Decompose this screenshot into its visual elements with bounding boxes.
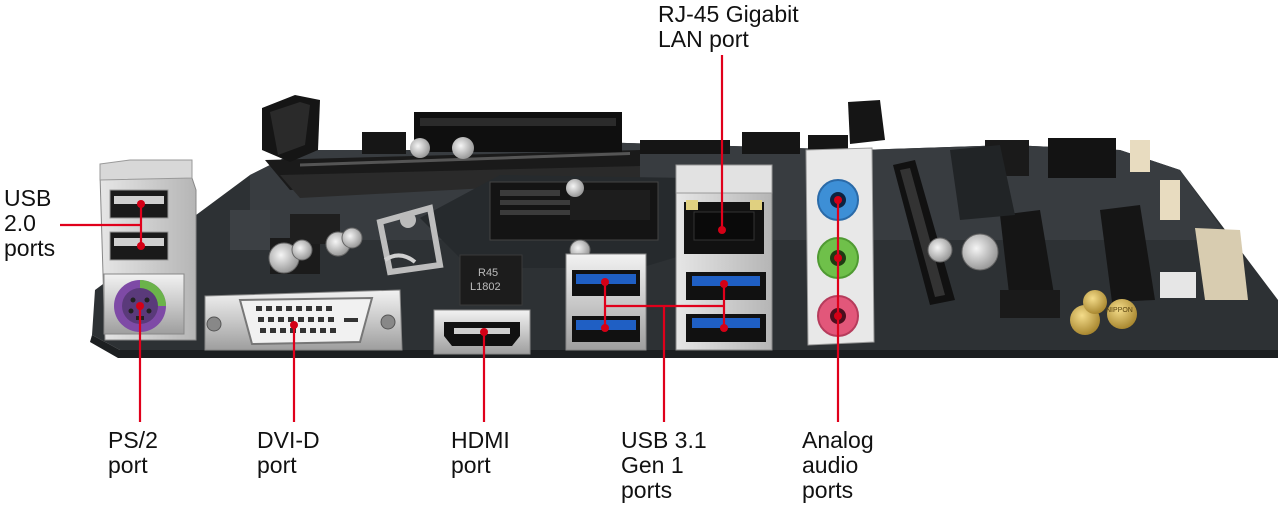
rj45-port-label: RJ-45 Gigabit LAN port [658,2,799,52]
audio-label-line-1: Analog [802,427,874,453]
right-headers [1130,140,1248,300]
hdmi-label-line-1: HDMI [451,427,510,453]
audio-label-line-3: ports [802,477,854,503]
audio-ports-label: Analog audio ports [802,428,874,503]
ps2-label-line-1: PS/2 [108,427,158,453]
dvi-label-line-1: DVI-D [257,427,320,453]
ps2-port-label: PS/2 port [108,428,158,478]
hdmi-label-line-2: port [451,452,491,478]
usb2-ps2-stack [99,159,197,341]
usb31-label-line-1: USB 3.1 [621,427,707,453]
audio-capacitors: NIPPON [1070,290,1137,335]
usb2-label-line-2: 2.0 [4,210,36,236]
usb2-label-line-3: ports [4,235,56,261]
rj45-label-line-1: RJ-45 Gigabit [658,1,799,27]
memory-slots [262,95,885,198]
top-connectors [362,112,848,159]
callout-dots [136,196,842,336]
hdmi-port-label: HDMI port [451,428,510,478]
usb31-ports-label: USB 3.1 Gen 1 ports [621,428,707,503]
dvi-label-line-2: port [257,452,297,478]
ps2-label-line-2: port [108,452,148,478]
usb31-label-line-2: Gen 1 [621,452,684,478]
choke-label-1: R45 [478,267,498,279]
usb2-label-line-1: USB [4,185,52,211]
usb31-label-line-3: ports [621,477,673,503]
pcie-slots [893,138,1155,318]
vrm-area [230,210,591,274]
usb2-ports-label: USB 2.0 ports [4,186,55,261]
callout-lines [60,55,840,422]
dvi-d-connector [204,289,403,351]
choke-inductor: R45 L1802 [459,254,523,306]
usb31-callout-line [603,282,726,422]
choke-label-2: L1802 [470,281,501,293]
audio-label-line-2: audio [802,452,859,478]
dvi-port-label: DVI-D port [257,428,320,478]
cap-brand-label: NIPPON [1106,307,1133,314]
rj45-label-line-2: LAN port [658,26,749,52]
cpu-socket [376,175,700,276]
